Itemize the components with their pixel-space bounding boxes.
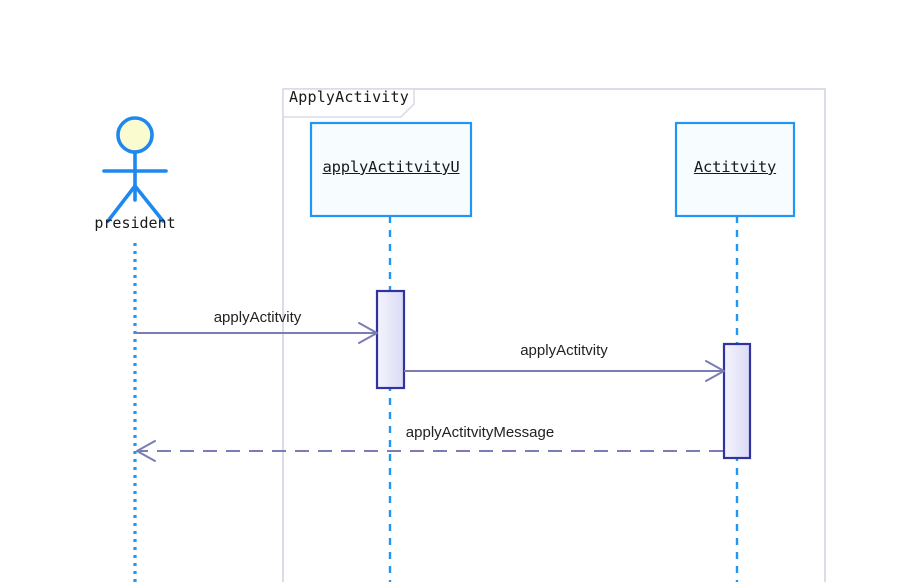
activation-bar-activity (722, 342, 752, 460)
message-arrow-m3 (136, 440, 723, 462)
message-arrow-m1 (135, 322, 378, 344)
actor-label-president: president (94, 214, 176, 232)
lifeline-label-activity: Actitvity (693, 158, 777, 176)
message-label-m3: applyActitvityMessage (405, 424, 555, 441)
fragment-label: ApplyActivity (289, 88, 409, 106)
message-label-m1: applyActitvity (213, 309, 302, 326)
lifeline-head-boxes (309, 121, 796, 218)
lifeline-box-activity (674, 121, 796, 218)
combined-fragment-frame (282, 88, 826, 582)
message-arrow-m2 (404, 360, 725, 382)
message-label-m2: applyActitvity (520, 342, 608, 359)
lifeline-label-ui: applyActitvityU (322, 158, 460, 176)
activation-bar-ui (375, 289, 406, 390)
lifeline-dashes (133, 216, 739, 582)
actor-stick-figure-icon (102, 116, 168, 223)
activation-bars (375, 289, 752, 460)
lifeline-box-ui (309, 121, 473, 218)
